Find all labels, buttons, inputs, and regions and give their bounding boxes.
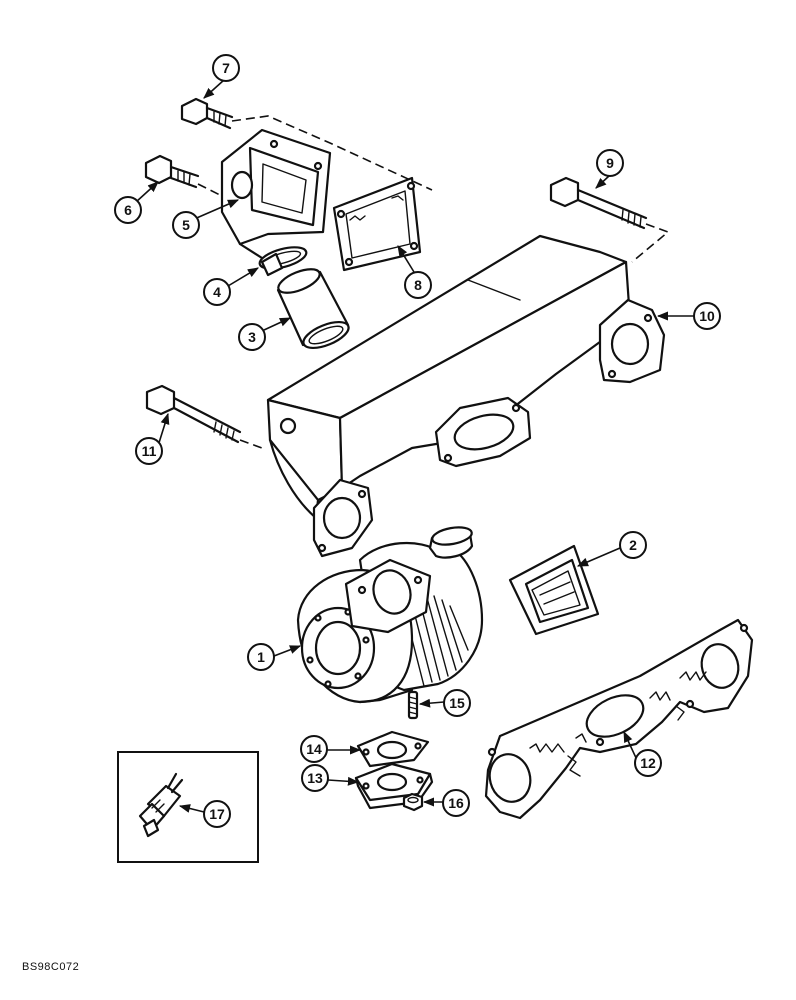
- svg-text:4: 4: [213, 284, 221, 300]
- svg-text:10: 10: [699, 308, 715, 324]
- svg-text:9: 9: [606, 155, 614, 171]
- callout-10: 10: [693, 302, 721, 330]
- hose-clamp-part-4: [258, 246, 308, 277]
- elbow-part-5: [220, 128, 332, 260]
- sensor-part-17: [138, 772, 184, 838]
- svg-text:16: 16: [448, 795, 464, 811]
- svg-text:7: 7: [222, 60, 230, 76]
- bolt-part-11: [145, 384, 242, 444]
- inset-panel: [117, 751, 259, 863]
- callout-17: 17: [203, 800, 231, 828]
- svg-text:13: 13: [307, 770, 323, 786]
- hose-part-3: [276, 268, 350, 350]
- svg-text:15: 15: [449, 695, 465, 711]
- callout-9: 9: [596, 149, 624, 177]
- bolt-part-7: [180, 97, 234, 130]
- svg-text:1: 1: [257, 649, 265, 665]
- svg-text:17: 17: [209, 806, 225, 822]
- callout-13: 13: [301, 764, 329, 792]
- turbo-gasket-part-2: [508, 544, 600, 636]
- callout-7: 7: [212, 54, 240, 82]
- callout-12: 12: [634, 749, 662, 777]
- flange-plate-part-13: [354, 762, 434, 810]
- callout-2: 2: [619, 531, 647, 559]
- callout-5: 5: [172, 211, 200, 239]
- callout-1: 1: [247, 643, 275, 671]
- svg-text:11: 11: [142, 443, 157, 459]
- alignment-dashed-line-bolt-9: [631, 223, 670, 263]
- manifold-gasket-part-12: [484, 618, 754, 820]
- callout-4: 4: [203, 278, 231, 306]
- alignment-dashed-line-bolt-11: [239, 439, 263, 449]
- callout-16: 16: [442, 789, 470, 817]
- callout-8: 8: [404, 271, 432, 299]
- callout-14: 14: [300, 735, 328, 763]
- stud-part-15: [407, 690, 419, 720]
- bolt-part-6: [144, 154, 200, 189]
- callout-11: 11: [135, 437, 163, 465]
- svg-text:5: 5: [182, 217, 190, 233]
- callout-leaders: [135, 79, 694, 813]
- callout-3: 3: [238, 323, 266, 351]
- svg-text:14: 14: [306, 741, 322, 757]
- turbocharger-part-1: [296, 526, 484, 704]
- svg-text:6: 6: [124, 202, 132, 218]
- exhaust-manifold-part-10: [266, 234, 666, 558]
- callout-15: 15: [443, 689, 471, 717]
- alignment-dashed-lines-elbow: [197, 115, 433, 206]
- callout-6: 6: [114, 196, 142, 224]
- bolt-part-9: [549, 176, 648, 230]
- svg-text:2: 2: [629, 537, 637, 553]
- svg-text:12: 12: [640, 755, 656, 771]
- figure-reference-code: BS98C072: [22, 961, 80, 973]
- svg-text:8: 8: [414, 277, 422, 293]
- gasket-part-14: [356, 730, 430, 768]
- svg-text:3: 3: [248, 329, 256, 345]
- nut-part-16: [402, 792, 424, 812]
- gasket-part-8: [332, 176, 422, 272]
